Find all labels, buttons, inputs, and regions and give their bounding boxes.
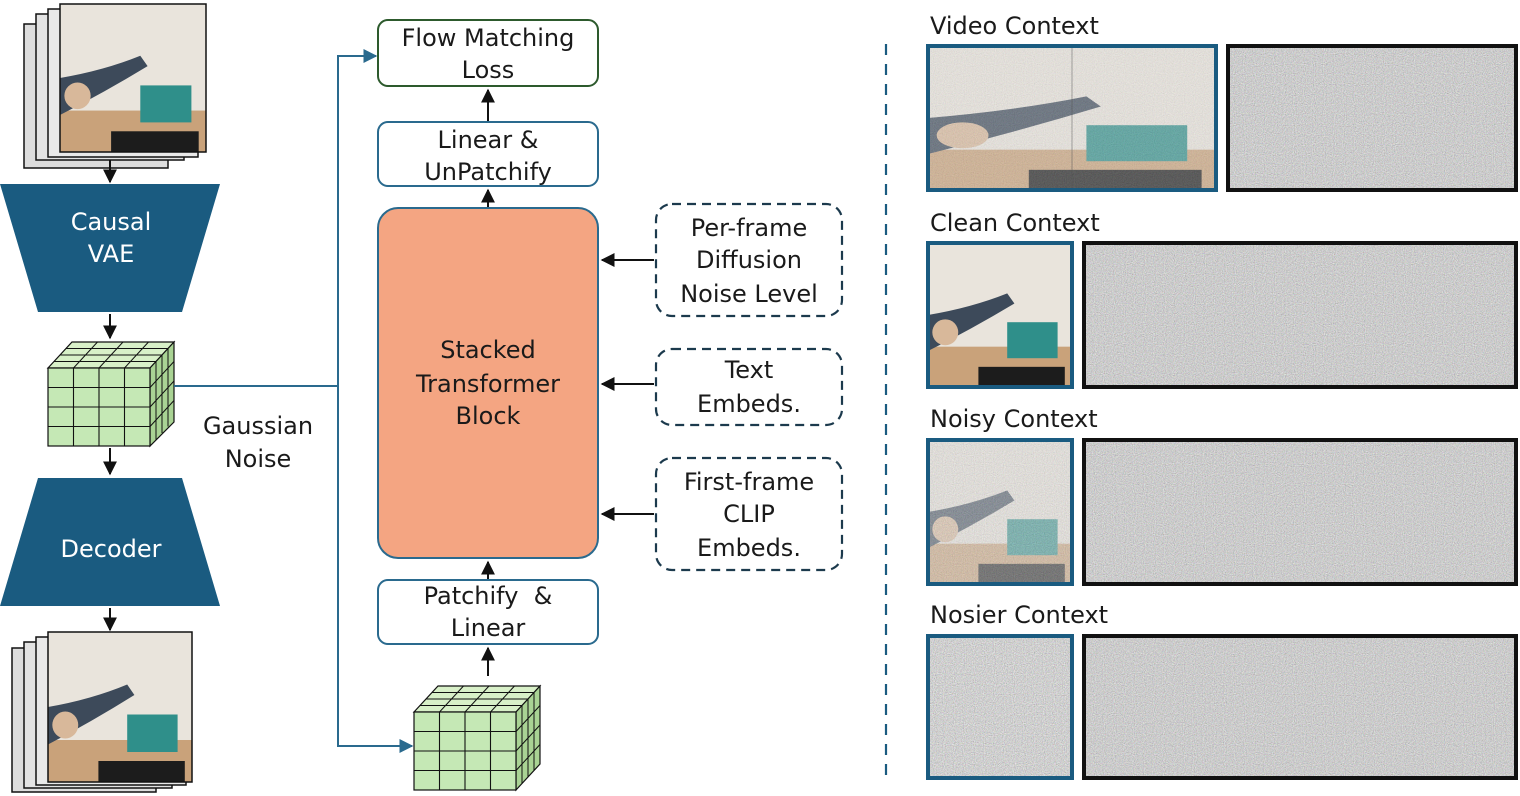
transformer-label-line2: Transformer xyxy=(415,370,560,398)
clean-context-noisy-frames xyxy=(1082,241,1518,389)
context-title-clean: Clean Context xyxy=(930,209,1100,237)
noise-label-line2: Noise xyxy=(225,445,292,473)
latent-cube-center xyxy=(412,684,542,792)
noise-connector xyxy=(174,49,414,753)
nosier-context-frame xyxy=(926,634,1074,780)
condition-noise-level: Per-frame Diffusion Noise Level xyxy=(654,202,844,318)
flow-matching-loss-box: Flow Matching Loss xyxy=(377,19,599,87)
video-context-clean-frames xyxy=(926,44,1218,192)
loss-label-line1: Flow Matching xyxy=(402,24,575,52)
condition-clip-line3: Embeds. xyxy=(697,534,801,562)
decoder-label: Decoder xyxy=(61,535,162,563)
context-title-noisy: Noisy Context xyxy=(930,405,1098,433)
unpatchify-label-line1: Linear & xyxy=(438,126,539,154)
condition-noise-line3: Noise Level xyxy=(680,280,818,308)
output-frames xyxy=(11,631,193,793)
condition-clip-embeds: First-frame CLIP Embeds. xyxy=(654,456,844,572)
noise-label-line1: Gaussian xyxy=(203,412,313,440)
patchify-box: Patchify & Linear xyxy=(377,579,599,645)
clean-context-frame xyxy=(926,241,1074,389)
condition-clip-line2: CLIP xyxy=(723,500,775,528)
video-context-noisy-frames xyxy=(1226,44,1518,192)
unpatchify-label-line2: UnPatchify xyxy=(424,158,552,186)
context-title-nosier: Nosier Context xyxy=(930,601,1108,629)
noisy-context-frame xyxy=(926,438,1074,586)
decoder: Decoder xyxy=(0,478,220,606)
condition-text-line1: Text xyxy=(724,356,774,384)
transformer-label-line3: Block xyxy=(456,402,521,430)
causal-vae-encoder: Causal VAE xyxy=(0,184,220,312)
encoder-label-line1: Causal xyxy=(71,208,152,236)
transformer-label-line1: Stacked xyxy=(440,336,536,364)
nosier-context-noisy-frames xyxy=(1082,634,1518,780)
patchify-label-line2: Linear xyxy=(451,614,526,642)
unpatchify-box: Linear & UnPatchify xyxy=(377,121,599,187)
patchify-label-line1: Patchify & xyxy=(424,582,553,610)
condition-text-embeds: Text Embeds. xyxy=(654,347,844,427)
condition-text-line2: Embeds. xyxy=(697,390,801,418)
condition-noise-line1: Per-frame xyxy=(691,214,808,242)
noisy-context-noisy-frames xyxy=(1082,438,1518,586)
condition-noise-line2: Diffusion xyxy=(696,246,802,274)
encoder-label-line2: VAE xyxy=(88,240,134,268)
stacked-transformer-block: Stacked Transformer Block xyxy=(377,207,599,559)
loss-label-line2: Loss xyxy=(462,56,515,84)
input-frames xyxy=(23,3,207,169)
context-title-video: Video Context xyxy=(930,12,1099,40)
latent-cube-left xyxy=(46,340,176,448)
condition-clip-line1: First-frame xyxy=(684,468,814,496)
